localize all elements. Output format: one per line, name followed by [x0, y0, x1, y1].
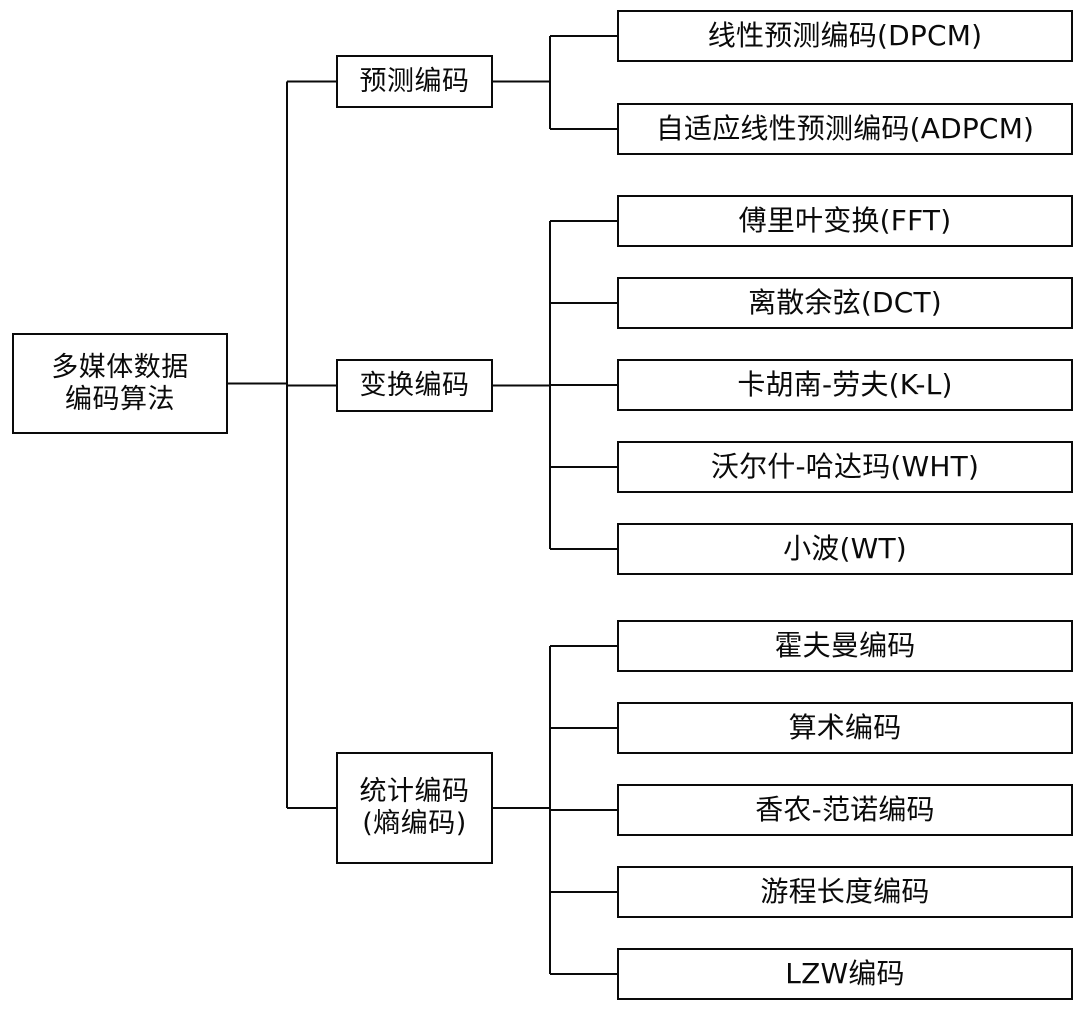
- leaf-node-dct[interactable]: 离散余弦(DCT): [617, 277, 1073, 329]
- branch-node-transform-coding[interactable]: 变换编码: [336, 359, 493, 412]
- branch-node-statistical-coding[interactable]: 统计编码 (熵编码): [336, 752, 493, 864]
- leaf-node-fft[interactable]: 傅里叶变换(FFT): [617, 195, 1073, 247]
- leaf-node-label: 香农-范诺编码: [755, 793, 935, 827]
- branch-node-label: 预测编码: [359, 65, 470, 97]
- leaf-node-dpcm[interactable]: 线性预测编码(DPCM): [617, 10, 1073, 62]
- root-node-multimedia-coding-algorithm[interactable]: 多媒体数据 编码算法: [12, 333, 228, 434]
- leaf-node-kl[interactable]: 卡胡南-劳夫(K-L): [617, 359, 1073, 411]
- leaf-node-label: LZW编码: [785, 957, 905, 991]
- branch-node-predictive-coding[interactable]: 预测编码: [336, 55, 493, 108]
- leaf-node-label: 沃尔什-哈达玛(WHT): [710, 450, 980, 484]
- leaf-node-label: 傅里叶变换(FFT): [738, 204, 952, 238]
- root-node-label: 多媒体数据 编码算法: [51, 351, 189, 415]
- leaf-node-label: 自适应线性预测编码(ADPCM): [655, 112, 1035, 146]
- leaf-node-wht[interactable]: 沃尔什-哈达玛(WHT): [617, 441, 1073, 493]
- leaf-node-label: 游程长度编码: [760, 875, 930, 909]
- leaf-node-label: 霍夫曼编码: [774, 629, 916, 663]
- leaf-node-run-length[interactable]: 游程长度编码: [617, 866, 1073, 918]
- leaf-node-label: 离散余弦(DCT): [748, 286, 942, 320]
- leaf-node-label: 算术编码: [788, 711, 902, 745]
- leaf-node-label: 线性预测编码(DPCM): [707, 19, 983, 53]
- leaf-node-wt[interactable]: 小波(WT): [617, 523, 1073, 575]
- leaf-node-shannon-fano[interactable]: 香农-范诺编码: [617, 784, 1073, 836]
- leaf-node-huffman[interactable]: 霍夫曼编码: [617, 620, 1073, 672]
- leaf-node-label: 小波(WT): [783, 532, 907, 566]
- leaf-node-lzw[interactable]: LZW编码: [617, 948, 1073, 1000]
- leaf-node-label: 卡胡南-劳夫(K-L): [737, 368, 953, 402]
- leaf-node-arithmetic[interactable]: 算术编码: [617, 702, 1073, 754]
- leaf-node-adpcm[interactable]: 自适应线性预测编码(ADPCM): [617, 103, 1073, 155]
- branch-node-label: 统计编码 (熵编码): [359, 776, 470, 839]
- branch-node-label: 变换编码: [359, 369, 470, 401]
